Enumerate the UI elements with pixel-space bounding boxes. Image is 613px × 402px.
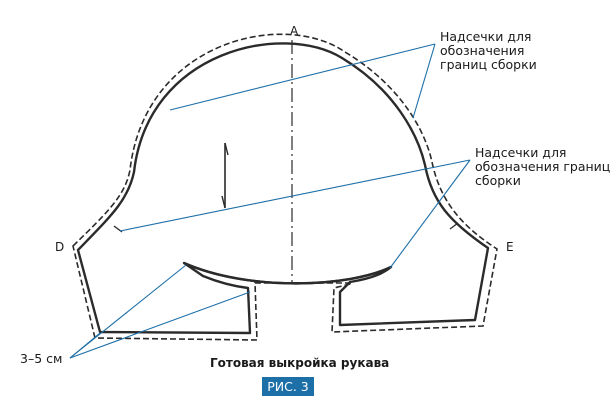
seam-allowance-outline (72, 33, 498, 341)
point-e-label: E (506, 240, 514, 254)
upper-notch-note-line-3: границ сборки (440, 57, 537, 72)
point-a-label: A (290, 24, 299, 38)
upper-notch-leaders (169, 43, 436, 119)
allowance-note: 3–5 см (20, 351, 63, 366)
lower-notch-note-line-2: обозначения границ (475, 159, 611, 174)
sleeve-pattern-outline (76, 42, 490, 335)
figure-number-badge: РИС. 3 (262, 377, 314, 396)
lower-notch-leaders (119, 159, 471, 269)
sleeve-bottom-curve (183, 261, 392, 285)
grain-line-arrow (221, 142, 229, 209)
allowance-leaders (69, 264, 251, 359)
lower-notch-note: Надсечки для обозначения границ сборки (475, 146, 610, 188)
upper-notch-note-line-2: обозначения (440, 43, 525, 58)
upper-notch-note-line-1: Надсечки для (440, 29, 532, 44)
figure-caption: Готовая выкройка рукава (210, 356, 390, 370)
lower-notch-note-line-3: сборки (475, 173, 521, 188)
lower-notch-note-line-1: Надсечки для (475, 145, 567, 160)
point-d-label: D (55, 240, 65, 254)
upper-notch-note: Надсечки для обозначения границ сборки (440, 30, 537, 72)
notch-marks (113, 222, 459, 233)
